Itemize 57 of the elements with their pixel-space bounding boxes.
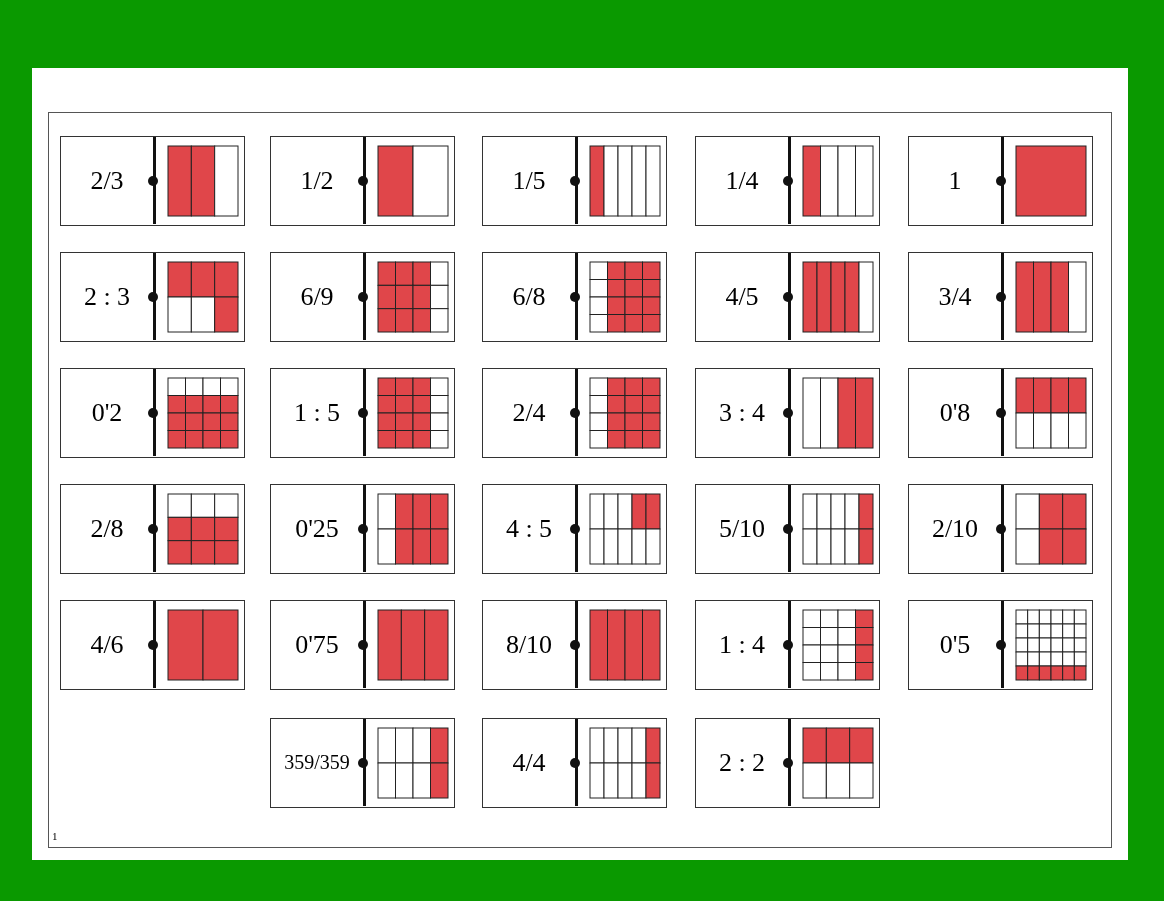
domino-card (270, 252, 455, 342)
number-label: 1/2 (300, 165, 334, 196)
domino-card (695, 718, 880, 808)
domino-card (60, 252, 245, 342)
number-label: 2 : 3 (83, 281, 131, 312)
domino-card (908, 600, 1093, 690)
number-label: 3 : 4 (718, 397, 766, 428)
number-label: 1 : 5 (293, 397, 341, 428)
number-label: 3/4 (938, 281, 972, 312)
number-label: 359/359 (284, 751, 350, 774)
domino-card (695, 136, 880, 226)
number-label: 6/9 (300, 281, 334, 312)
number-label: 5/10 (718, 513, 766, 544)
domino-card (695, 600, 880, 690)
domino-card (482, 600, 667, 690)
domino-card (695, 252, 880, 342)
number-label: 2/3 (90, 165, 124, 196)
domino-card (482, 368, 667, 458)
domino-card (270, 368, 455, 458)
domino-card (270, 136, 455, 226)
number-label: 2/10 (931, 513, 979, 544)
number-label: 4/5 (725, 281, 759, 312)
number-label: 2/8 (90, 513, 124, 544)
domino-card (482, 136, 667, 226)
domino-card (908, 484, 1093, 574)
number-label: 8/10 (505, 629, 553, 660)
domino-card (908, 252, 1093, 342)
domino-card (270, 484, 455, 574)
domino-card (60, 136, 245, 226)
domino-card (60, 368, 245, 458)
number-label: 4 : 5 (505, 513, 553, 544)
domino-card (270, 600, 455, 690)
domino-card (482, 718, 667, 808)
number-label: 6/8 (512, 281, 546, 312)
domino-card (908, 136, 1093, 226)
number-label: 1/4 (725, 165, 759, 196)
number-label: 0'2 (91, 397, 123, 428)
domino-card (908, 368, 1093, 458)
number-label: 1 (948, 165, 962, 196)
domino-card (695, 368, 880, 458)
number-label: 0'5 (939, 629, 971, 660)
number-label: 0'75 (295, 629, 339, 660)
page-number: 1 (52, 830, 58, 842)
number-label: 0'25 (295, 513, 339, 544)
domino-card (695, 484, 880, 574)
number-label: 1 : 4 (718, 629, 766, 660)
number-label: 1/5 (512, 165, 546, 196)
domino-card (482, 484, 667, 574)
number-label: 4/4 (512, 747, 546, 778)
domino-card (270, 718, 455, 808)
number-label: 2 : 2 (718, 747, 766, 778)
domino-card (482, 252, 667, 342)
number-label: 2/4 (512, 397, 546, 428)
domino-card (60, 600, 245, 690)
domino-card (60, 484, 245, 574)
number-label: 4/6 (90, 629, 124, 660)
number-label: 0'8 (939, 397, 971, 428)
